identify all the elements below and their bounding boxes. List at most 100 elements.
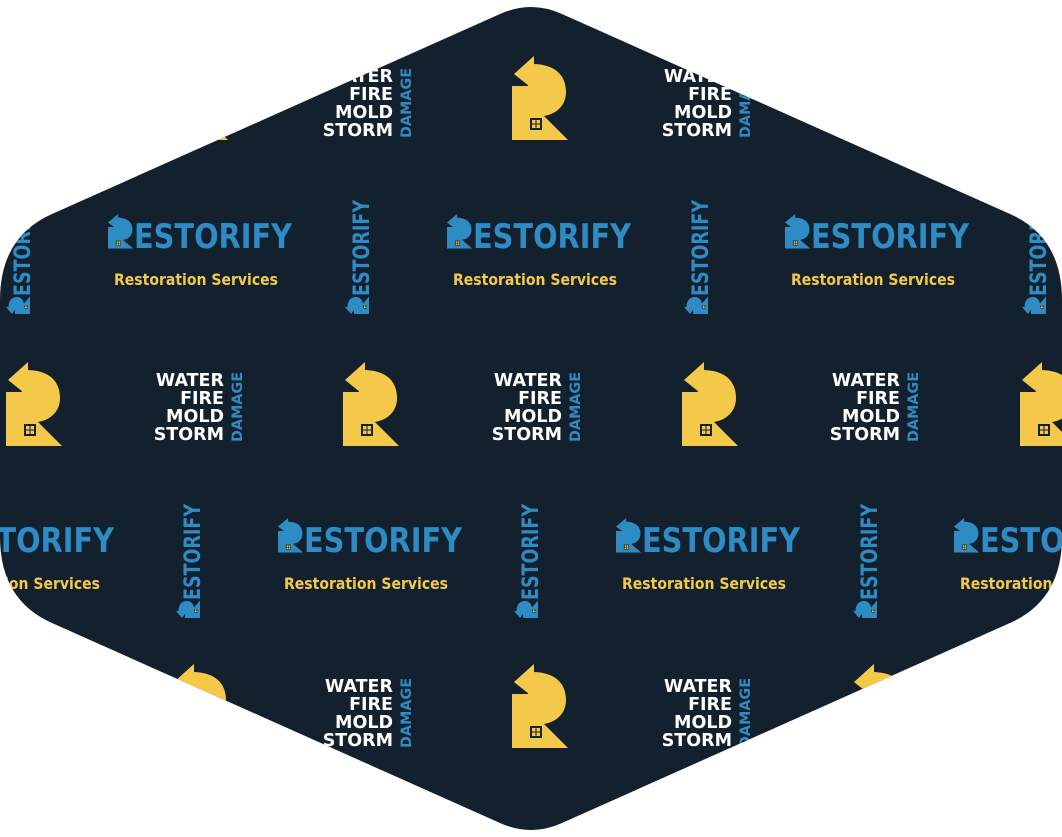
wordmark-vertical-text: ESTORIFY xyxy=(1027,199,1052,296)
r-window-pane xyxy=(706,430,710,434)
r-window xyxy=(870,726,882,738)
wordmark-text: ESTORIFY xyxy=(304,521,462,561)
wordmark-r-icon xyxy=(1022,296,1046,314)
r-window-pane xyxy=(1044,430,1048,434)
restorify-wordmark-vertical: ESTORIFY xyxy=(853,503,883,618)
wordmark-text: ESTORIFY xyxy=(980,521,1062,561)
service-line-storm: STORM xyxy=(830,425,900,445)
service-line-water: WATER xyxy=(664,67,733,87)
r-window-pane xyxy=(1040,426,1044,430)
wordmark-r-icon xyxy=(514,600,538,618)
r-window-pane xyxy=(30,426,34,430)
r-window-pane xyxy=(536,732,540,736)
service-line-water: WATER xyxy=(325,677,394,697)
service-line-storm: STORM xyxy=(323,121,393,141)
wordmark-r-icon xyxy=(616,518,642,553)
wordmark-r-icon xyxy=(447,214,473,249)
r-window xyxy=(24,424,36,436)
restorify-wordmark: ESTORIFY Restoration Services xyxy=(278,518,462,593)
damage-label: DAMAGE xyxy=(399,678,415,748)
r-window-pane xyxy=(1044,426,1048,430)
wordmark-r-icon xyxy=(853,600,877,618)
r-window-pane xyxy=(872,728,876,732)
r-window xyxy=(1038,424,1050,436)
restorify-wordmark-vertical: ESTORIFY xyxy=(514,503,544,618)
wordmark-vertical-text: ESTORIFY xyxy=(11,199,36,296)
service-line-storm: STORM xyxy=(154,425,224,445)
restorify-r-icon xyxy=(343,362,399,446)
service-line-mold: MOLD xyxy=(335,713,393,733)
restorify-wordmark: ESTORIFY Restoration Services xyxy=(954,518,1062,593)
r-window-pane xyxy=(532,124,536,128)
wordmark-vertical-text: ESTORIFY xyxy=(689,199,714,296)
r-window-pane xyxy=(192,728,196,732)
tagline-text: Restoration Services xyxy=(284,574,448,593)
wordmark-r-icon xyxy=(785,214,811,249)
r-window-pane xyxy=(536,124,540,128)
restorify-wordmark-vertical: ESTORIFY xyxy=(176,503,206,618)
r-window-pane xyxy=(876,728,880,732)
r-window-pane xyxy=(536,120,540,124)
service-line-fire: FIRE xyxy=(688,695,732,715)
damage-label: DAMAGE xyxy=(906,372,922,442)
service-line-fire: FIRE xyxy=(180,389,224,409)
wordmark-r-icon xyxy=(108,214,134,249)
service-line-water: WATER xyxy=(494,371,563,391)
r-window xyxy=(530,118,542,130)
service-line-water: WATER xyxy=(664,677,733,697)
service-line-storm: STORM xyxy=(662,731,732,751)
r-window xyxy=(530,726,542,738)
wordmark-vertical-text: ESTORIFY xyxy=(858,503,883,600)
r-window-pane xyxy=(192,120,196,124)
r-window xyxy=(190,726,202,738)
r-window-pane xyxy=(706,426,710,430)
r-window-pane xyxy=(196,124,200,128)
service-line-mold: MOLD xyxy=(842,407,900,427)
tagline-text: Restoration Services xyxy=(622,574,786,593)
r-bowl xyxy=(1020,370,1062,446)
r-window-pane xyxy=(192,732,196,736)
r-window xyxy=(700,424,712,436)
wordmark-vertical-text: ESTORIFY xyxy=(519,503,544,600)
r-window-pane xyxy=(1040,430,1044,434)
restorify-r-icon xyxy=(512,56,568,140)
r-window-pane xyxy=(872,732,876,736)
r-bowl xyxy=(512,64,568,140)
r-bowl xyxy=(682,370,738,446)
restorify-wordmark-vertical: ESTORIFY xyxy=(1022,199,1052,314)
r-window-pane xyxy=(196,732,200,736)
restorify-r-icon xyxy=(1020,362,1062,446)
wordmark-r-icon xyxy=(176,600,200,618)
wordmark-text: ESTORIFY xyxy=(134,217,292,257)
r-window-pane xyxy=(363,430,367,434)
restorify-r-icon xyxy=(512,664,568,748)
r-window-pane xyxy=(532,732,536,736)
restorify-r-icon xyxy=(172,56,228,140)
service-line-mold: MOLD xyxy=(335,103,393,123)
service-line-mold: MOLD xyxy=(674,103,732,123)
damage-label: DAMAGE xyxy=(230,372,246,442)
r-window-pane xyxy=(702,430,706,434)
tagline-text: Restoration Services xyxy=(960,574,1062,593)
wordmark-vertical-text: ESTORIFY xyxy=(350,199,375,296)
damage-label: DAMAGE xyxy=(399,68,415,138)
restorify-wordmark-vertical: ESTORIFY xyxy=(6,199,36,314)
service-line-fire: FIRE xyxy=(518,389,562,409)
restorify-wordmark-vertical: ESTORIFY xyxy=(684,199,714,314)
wordmark-r-icon xyxy=(345,296,369,314)
wordmark-text: ESTORIFY xyxy=(811,217,969,257)
r-bowl xyxy=(343,370,399,446)
r-bowl xyxy=(172,672,228,748)
tagline-text: Restoration Services xyxy=(114,270,278,289)
wordmark-r-icon xyxy=(6,296,30,314)
wordmark-r-icon xyxy=(684,296,708,314)
r-window-pane xyxy=(876,732,880,736)
wordmark-r-icon xyxy=(954,518,980,553)
